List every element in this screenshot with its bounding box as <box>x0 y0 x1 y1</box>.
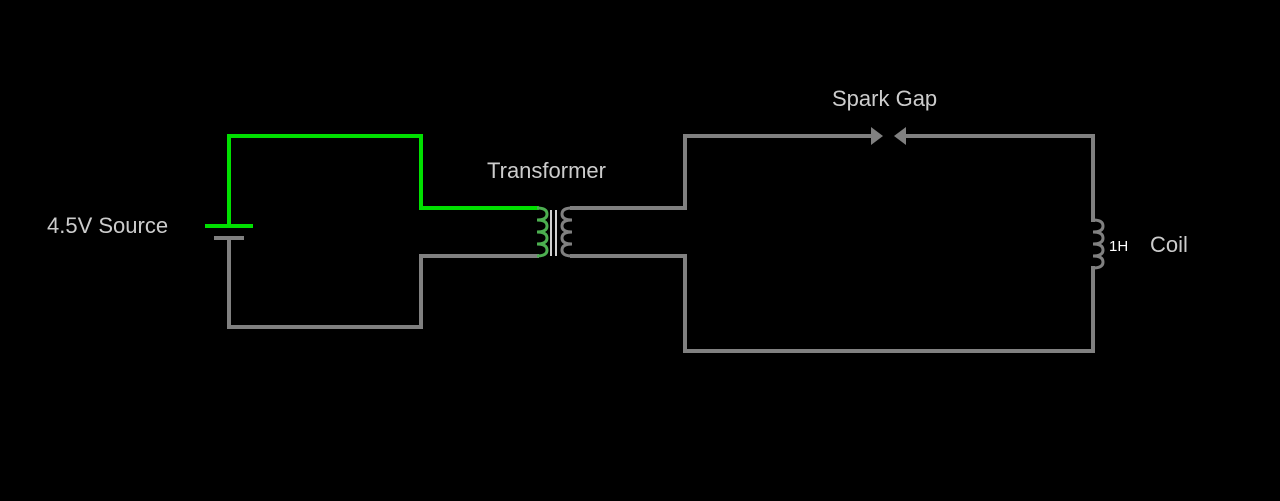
spark-gap-icon[interactable] <box>871 127 906 145</box>
source-top-wire[interactable] <box>227 134 539 228</box>
coil-label: Coil <box>1150 232 1188 257</box>
spark-gap-right-wire[interactable] <box>904 134 1095 222</box>
source-return-wire[interactable] <box>227 236 539 329</box>
inductor-icon[interactable] <box>1092 218 1105 270</box>
transformer-icon[interactable] <box>536 206 573 258</box>
source-label: 4.5V Source <box>47 213 168 238</box>
battery-icon[interactable] <box>205 224 253 240</box>
spark-gap-label: Spark Gap <box>832 86 937 111</box>
transformer-label: Transformer <box>487 158 606 183</box>
secondary-bottom-wire[interactable] <box>570 254 1095 353</box>
secondary-top-wire[interactable] <box>570 134 873 210</box>
coil-value-label: 1H <box>1109 238 1128 255</box>
